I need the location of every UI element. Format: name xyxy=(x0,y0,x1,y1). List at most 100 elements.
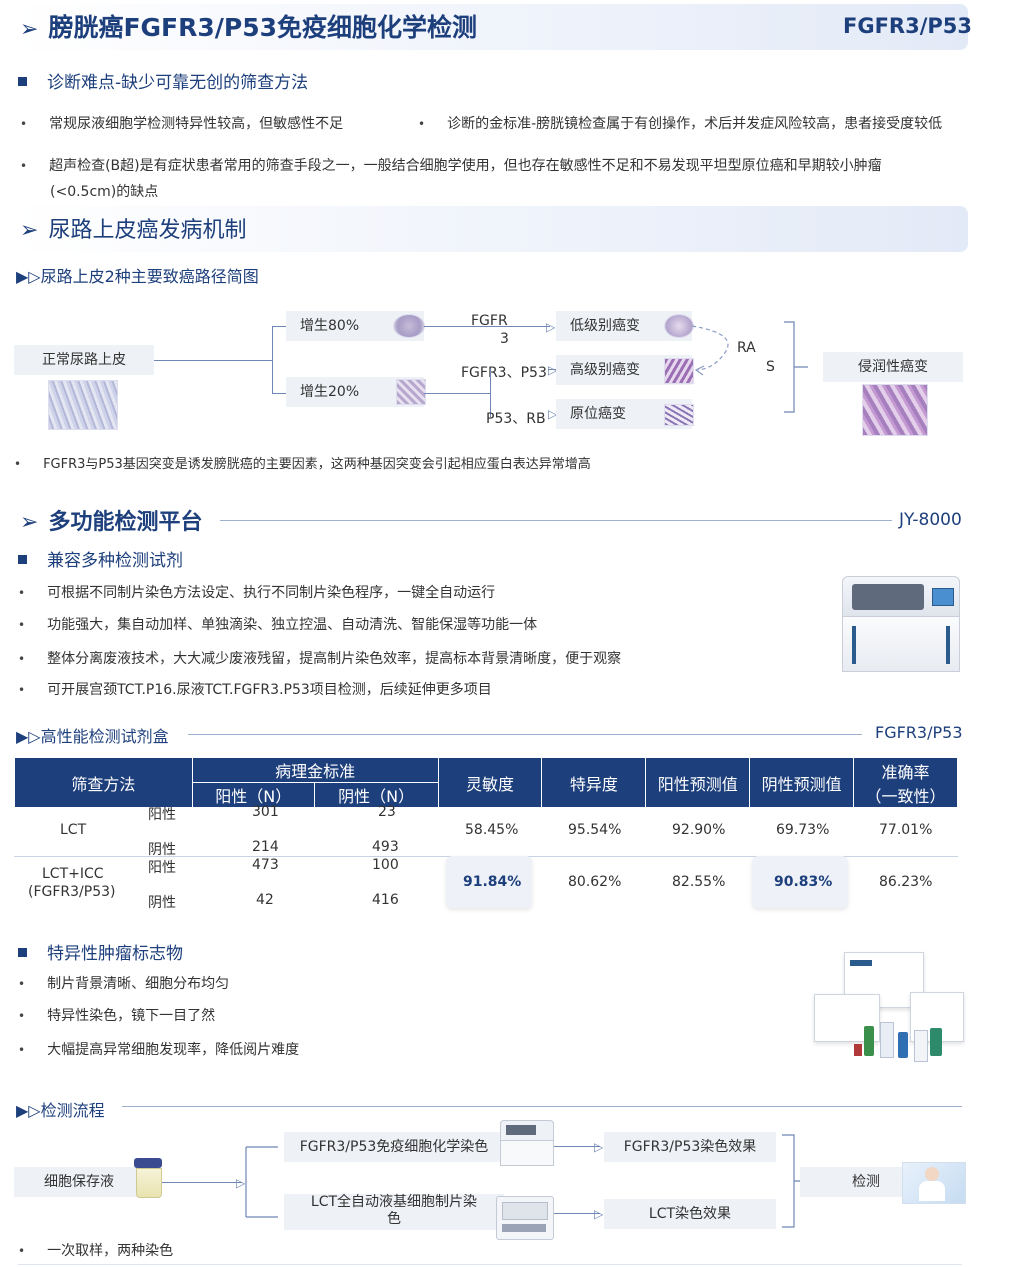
method-cell: LCT xyxy=(60,822,87,838)
connector xyxy=(554,1146,600,1147)
connector xyxy=(424,393,490,394)
header-negative-n: 阴性（N） xyxy=(313,782,439,808)
arrow-icon: ➢ xyxy=(20,218,39,243)
subheading-text: 兼容多种检测试剂 xyxy=(47,551,183,571)
npv-value: 90.83% xyxy=(774,874,833,890)
negative-count: 23 xyxy=(378,804,396,820)
header-accuracy-line2: （一致性） xyxy=(865,786,946,806)
histology-thumbnail xyxy=(664,358,694,384)
arrow-icon: ➢ xyxy=(20,17,39,42)
processor-image xyxy=(496,1196,554,1240)
result-label: 阳性 xyxy=(148,860,176,876)
positive-count: 301 xyxy=(252,804,279,820)
note-text: FGFR3与P53基因突变是诱发膀胱癌的主要因素，这两种基因突变会引起相应蛋白表… xyxy=(43,457,591,472)
square-bullet-icon xyxy=(18,76,27,86)
header-specificity: 特异度 xyxy=(541,757,647,808)
bullet-text: 常规尿液细胞学检测特异性较高，但敏感性不足 xyxy=(49,116,344,132)
arrow-head-icon: ▷ xyxy=(548,363,558,377)
node-lct-staining-line2: 色 xyxy=(387,1211,401,1227)
divider xyxy=(220,520,892,521)
section-title-text: 多功能检测平台 xyxy=(48,510,203,535)
section-title: ➢ 多功能检测平台 xyxy=(20,504,202,536)
bullet-item: •大幅提高异常细胞发现率，降低阅片难度 xyxy=(18,1042,300,1058)
bullet-item: •制片背景清晰、细胞分布均匀 xyxy=(18,976,230,992)
connector xyxy=(154,360,272,361)
subheading: ▶▷高性能检测试剂盒 xyxy=(16,727,169,746)
histology-thumbnail xyxy=(664,314,694,338)
subheading: 兼容多种检测试剂 xyxy=(18,546,183,571)
performance-table: 筛查方法 病理金标准 灵敏度 特异度 阳性预测值 阴性预测值 准确率（一致性） … xyxy=(14,757,958,808)
section-tag: FGFR3/P53 xyxy=(843,14,972,38)
npv-value: 69.73% xyxy=(776,822,830,838)
arrow-head-icon: ▷ xyxy=(236,1176,246,1190)
bullet-text: 整体分离废液技术，大大减少废液残留，提高制片染色效率，提高标本背景清晰度，便于观… xyxy=(47,651,622,667)
subheading: ▶▷检测流程 xyxy=(16,1101,105,1120)
divider xyxy=(18,1264,962,1265)
negative-count: 493 xyxy=(372,839,399,855)
section-title-text: 尿路上皮癌发病机制 xyxy=(48,218,247,243)
bracket xyxy=(784,321,808,413)
header-gold-standard: 病理金标准 xyxy=(191,757,439,783)
section-banner xyxy=(14,206,968,252)
arrow-head-icon: ▷ xyxy=(546,320,556,334)
connector xyxy=(272,393,286,394)
connector xyxy=(490,369,491,417)
specificity-value: 80.62% xyxy=(568,874,622,890)
square-bullet-icon xyxy=(18,554,27,564)
ppv-value: 92.90% xyxy=(672,822,726,838)
arrow-head-icon: ▷ xyxy=(594,1140,604,1154)
ppv-value: 82.55% xyxy=(672,874,726,890)
connector xyxy=(272,326,273,394)
npv-highlight xyxy=(752,856,848,908)
bullet-item: •常规尿液细胞学检测特异性较高，但敏感性不足 xyxy=(20,116,344,132)
specificity-value: 95.54% xyxy=(568,822,622,838)
section-banner xyxy=(14,4,968,50)
bullet-item: •特异性染色，镜下一目了然 xyxy=(18,1008,216,1024)
arrow-head-icon: ▷ xyxy=(594,1207,604,1221)
node-lct-result: LCT染色效果 xyxy=(604,1199,776,1229)
method-cell-sub: (FGFR3/P53) xyxy=(28,884,116,900)
bullet-text: 可开展宫颈TCT.P16.尿液TCT.FGFR3.P53项目检测，后续延伸更多项… xyxy=(47,682,492,698)
reagent-kit-image xyxy=(810,948,964,1070)
bullet-item: •整体分离废液技术，大大减少废液残留，提高制片染色效率，提高标本背景清晰度，便于… xyxy=(18,651,622,667)
header-accuracy: 准确率 （一致性） xyxy=(853,757,958,808)
stainer-image xyxy=(500,1120,554,1166)
square-bullet-icon xyxy=(18,947,27,957)
node-preservation-fluid: 细胞保存液 xyxy=(14,1167,144,1197)
header-ppv: 阳性预测值 xyxy=(645,757,751,808)
subheading: 特异性肿瘤标志物 xyxy=(18,939,183,964)
connector xyxy=(272,326,286,327)
result-label: 阴性 xyxy=(148,895,176,911)
sensitivity-value: 91.84% xyxy=(463,874,522,890)
result-label: 阳性 xyxy=(148,807,176,823)
node-lct-staining-line1: LCT全自动液基细胞制片染 xyxy=(310,1194,478,1210)
connector xyxy=(554,1213,600,1214)
header-accuracy-line1: 准确率 xyxy=(881,762,930,782)
subheading-text: 特异性肿瘤标志物 xyxy=(47,944,183,964)
bullet-text: 制片背景清晰、细胞分布均匀 xyxy=(47,976,230,992)
gene-label: 3 xyxy=(500,331,509,347)
connector xyxy=(424,326,550,327)
bullet-text: 超声检查(B超)是有症状患者常用的筛查手段之一，一般结合细胞学使用，但也存在敏感… xyxy=(49,158,882,174)
bullet-item: •诊断的金标准-膀胱镜检查属于有创操作，术后并发症风险较高，患者接受度较低 xyxy=(418,116,943,132)
gene-label: RA xyxy=(737,340,756,356)
method-cell: LCT+ICC xyxy=(42,866,104,882)
section-tag: FGFR3/P53 xyxy=(875,723,963,742)
gene-label: P53、RB xyxy=(486,411,546,427)
gene-label: S xyxy=(766,359,775,375)
bullet-text: 诊断的金标准-膀胱镜检查属于有创操作，术后并发症风险较高，患者接受度较低 xyxy=(447,116,943,132)
header-positive-n: 阳性（N） xyxy=(191,782,315,808)
arrow-head-icon: ▷ xyxy=(548,407,558,421)
positive-count: 214 xyxy=(252,839,279,855)
arrow-icon: ➢ xyxy=(20,510,39,535)
header-method: 筛查方法 xyxy=(14,757,193,808)
sensitivity-value: 58.45% xyxy=(465,822,519,838)
bullet-text: 特异性染色，镜下一目了然 xyxy=(47,1008,216,1024)
node-normal: 正常尿路上皮 xyxy=(14,345,154,375)
node-invasive: 侵润性癌变 xyxy=(823,352,963,382)
instrument-image xyxy=(838,570,962,676)
bullet-item: •可开展宫颈TCT.P16.尿液TCT.FGFR3.P53项目检测，后续延伸更多… xyxy=(18,682,492,698)
section-title-text: 膀胱癌FGFR3/P53免疫细胞化学检测 xyxy=(48,13,478,42)
sample-cup-image xyxy=(134,1158,162,1198)
histology-thumbnail xyxy=(862,384,928,436)
